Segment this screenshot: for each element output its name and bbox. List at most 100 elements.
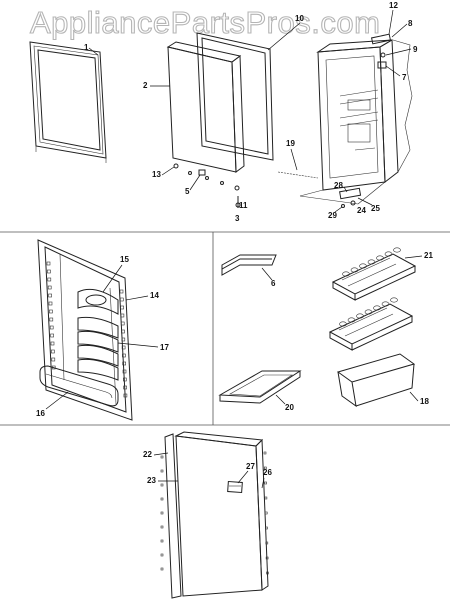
callout-10: 10 xyxy=(295,14,304,23)
callout-20: 20 xyxy=(285,403,294,412)
tray-part-20 xyxy=(218,370,302,404)
leader-25 xyxy=(357,197,373,206)
ice-cube-cell xyxy=(376,255,384,261)
liner-dot xyxy=(51,357,56,362)
liner-dot xyxy=(49,317,54,322)
panel-dot xyxy=(160,539,164,543)
liner-dot xyxy=(119,289,124,294)
leader-12 xyxy=(388,9,394,35)
callout-24: 24 xyxy=(357,206,366,215)
leader-28 xyxy=(343,186,348,193)
liner-dot xyxy=(120,305,124,310)
callout-6: 6 xyxy=(271,279,276,288)
callout-9: 9 xyxy=(413,45,418,54)
callout-15: 15 xyxy=(120,255,129,264)
liner-dot xyxy=(47,269,51,274)
tray-part-6 xyxy=(221,254,277,276)
callout-13: 13 xyxy=(152,170,161,179)
leader-18 xyxy=(409,391,419,402)
liner-dot xyxy=(49,325,54,330)
leader-1 xyxy=(88,47,99,56)
leader-5 xyxy=(189,174,201,191)
liner-dot xyxy=(121,337,126,342)
callout-5: 5 xyxy=(185,187,190,196)
door-frame-part xyxy=(29,41,107,163)
liner-dot xyxy=(122,361,126,366)
leader-7 xyxy=(385,65,401,77)
leader-21 xyxy=(404,255,423,259)
ice-cube-cell xyxy=(381,301,390,307)
ice-tray-part-21 xyxy=(328,253,417,351)
liner-dot xyxy=(48,301,53,306)
liner-dot xyxy=(50,333,54,338)
leader-19 xyxy=(290,148,298,171)
leader-20 xyxy=(275,394,286,405)
leader-27 xyxy=(237,470,249,484)
liner-dot xyxy=(47,277,52,282)
panel-dot xyxy=(264,496,268,500)
liner-dot xyxy=(123,393,128,398)
liner-dot xyxy=(47,285,52,290)
panel-dot xyxy=(160,469,164,473)
callout-11: 11 xyxy=(239,201,248,210)
leader-17 xyxy=(117,342,159,348)
leader-16 xyxy=(45,391,69,410)
callout-3: 3 xyxy=(235,214,240,223)
ice-cube-cell xyxy=(373,305,381,311)
leader-6 xyxy=(261,267,273,281)
leader-13 xyxy=(161,166,175,176)
leader-9 xyxy=(385,48,412,56)
door-panel-part xyxy=(166,41,245,173)
leader-22 xyxy=(153,452,169,456)
bin-part-18 xyxy=(336,353,416,408)
callout-23: 23 xyxy=(147,476,156,485)
door-gasket-part xyxy=(196,32,274,161)
liner-dot xyxy=(121,329,125,334)
ice-cube-cell xyxy=(393,247,401,253)
door-panel-part-bottom xyxy=(164,431,269,599)
panel-dot xyxy=(160,483,164,487)
panel-dot xyxy=(160,455,164,459)
liner-dot xyxy=(46,261,51,266)
door-liner-dots xyxy=(46,261,128,398)
panel-dot xyxy=(160,497,164,501)
callout-19: 19 xyxy=(286,139,295,148)
leader-10 xyxy=(267,22,301,51)
hinge-parts xyxy=(370,33,392,69)
ice-cube-cell xyxy=(339,321,347,327)
ice-cube-cell xyxy=(359,263,367,269)
callout-14: 14 xyxy=(150,291,159,300)
door-screws-part xyxy=(173,163,241,208)
liner-dot xyxy=(120,313,125,318)
ice-cube-cell xyxy=(342,271,350,277)
callout-2: 2 xyxy=(143,81,148,90)
leader-15 xyxy=(102,264,123,293)
callout-7: 7 xyxy=(402,73,407,82)
panel-dot xyxy=(264,481,267,485)
door-liner-part xyxy=(37,239,133,421)
panel-dot xyxy=(160,567,164,571)
liner-dot xyxy=(121,345,126,350)
ice-cube-cell xyxy=(356,313,364,319)
ice-tray-cells xyxy=(339,247,401,327)
panel-dot xyxy=(265,541,269,545)
leader-14 xyxy=(125,295,149,301)
watermark: AppliancePartsPros.com xyxy=(30,5,380,40)
liner-dot xyxy=(48,293,52,298)
callout-1: 1 xyxy=(84,43,89,52)
callout-22: 22 xyxy=(143,450,152,459)
callout-8: 8 xyxy=(408,19,413,28)
callout-27: 27 xyxy=(246,462,255,471)
liner-dot xyxy=(122,353,126,358)
panel-dot xyxy=(160,511,164,515)
bottom-hinge-parts xyxy=(339,187,362,208)
callout-26: 26 xyxy=(263,468,272,477)
panel-dot xyxy=(265,556,269,560)
callout-17: 17 xyxy=(160,343,169,352)
panel-dot xyxy=(263,466,267,470)
callout-29: 29 xyxy=(328,211,337,220)
callout-16: 16 xyxy=(36,409,45,418)
liner-dot xyxy=(120,297,124,302)
part-19-rod xyxy=(277,171,319,179)
panel-dot xyxy=(160,553,164,557)
